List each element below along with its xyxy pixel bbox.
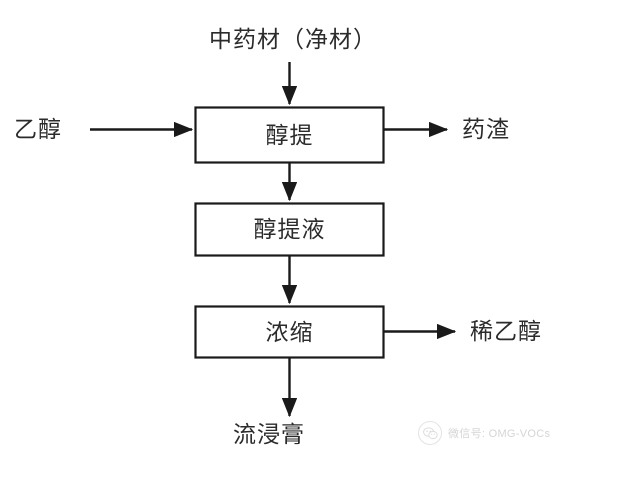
- watermark-text: 微信号: OMG-VOCs: [448, 428, 551, 440]
- node-box-extract-liquid: [194, 202, 385, 257]
- node-label-concentration: 浓缩: [265, 319, 314, 345]
- node-label-ethanol: 乙醇: [14, 117, 62, 142]
- watermark: 微信号: OMG-VOCs: [418, 421, 550, 445]
- node-label-extract-liquid: 醇提液: [253, 217, 326, 242]
- node-label-dregs: 药渣: [462, 117, 510, 142]
- node-box-extraction: [194, 106, 385, 164]
- wechat-logo-icon: [418, 421, 442, 445]
- node-label-extraction: 醇提: [265, 122, 314, 148]
- node-label-fluid-extract: 流浸膏: [233, 422, 305, 447]
- node-box-concentration: [194, 305, 385, 359]
- node-label-feed: 中药材（净材）: [209, 27, 377, 52]
- node-label-dilute-ethanol: 稀乙醇: [470, 319, 542, 344]
